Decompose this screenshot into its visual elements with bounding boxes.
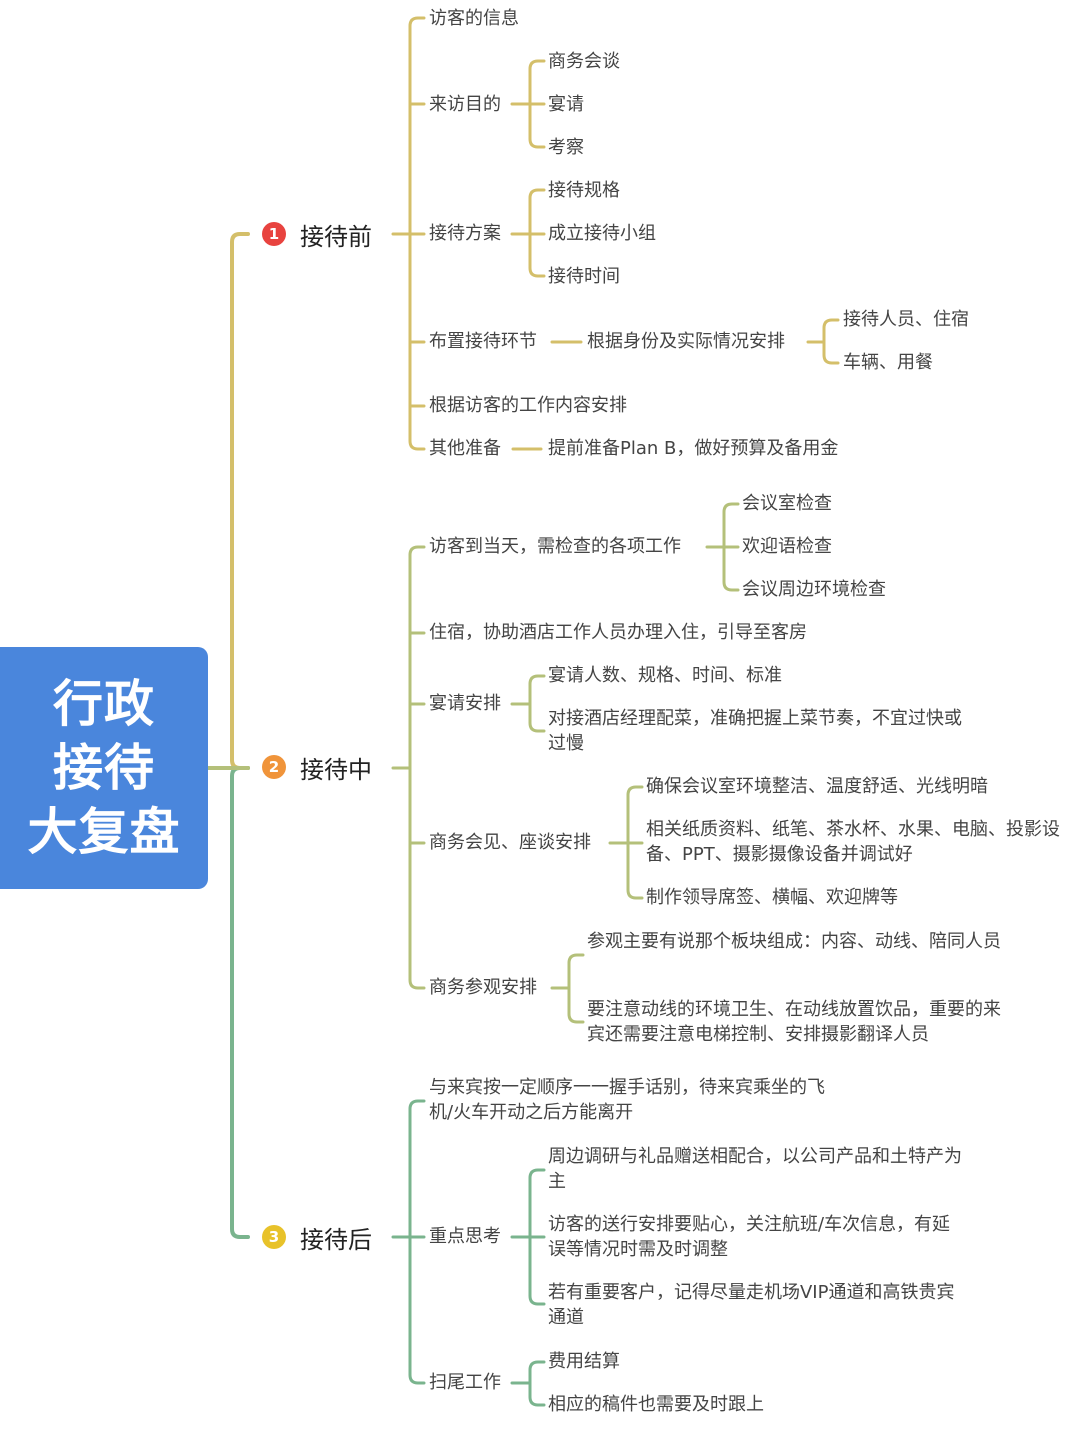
node-business-meeting[interactable]: 商务会见、座谈安排: [429, 832, 591, 853]
node-welcome-check[interactable]: 欢迎语检查: [742, 536, 832, 557]
node-visit-route-notes[interactable]: 要注意动线的环境卫生、在动线放置饮品，重要的来宾还需要注意电梯控制、安排摄影翻译…: [587, 999, 1001, 1045]
node-reception-plan[interactable]: 接待方案: [429, 223, 501, 244]
node-purpose-banquet[interactable]: 宴请: [548, 94, 584, 115]
node-banquet-arrangement[interactable]: 宴请安排: [429, 693, 501, 714]
node-arrange-by-identity[interactable]: 根据身份及实际情况安排: [587, 331, 785, 352]
node-materials-equipment[interactable]: 相关纸质资料、纸笔、茶水杯、水果、电脑、投影设备、PPT、摄影摄像设备并调试好: [646, 819, 1060, 865]
node-business-visit[interactable]: 商务参观安排: [429, 977, 537, 998]
node-other-prep[interactable]: 其他准备: [429, 438, 501, 459]
node-expense-settlement[interactable]: 费用结算: [548, 1351, 620, 1372]
node-purpose-business-talk[interactable]: 商务会谈: [548, 51, 620, 72]
node-banquet-details[interactable]: 宴请人数、规格、时间、标准: [548, 665, 782, 686]
node-surroundings-check[interactable]: 会议周边环境检查: [742, 579, 886, 600]
node-gifts[interactable]: 周边调研与礼品赠送相配合，以公司产品和土特产为主: [548, 1146, 962, 1192]
node-name-cards-banners[interactable]: 制作领导席签、横幅、欢迎牌等: [646, 887, 898, 908]
root-title-line-3: 大复盘: [27, 803, 181, 861]
node-vip-channel[interactable]: 若有重要客户，记得尽量走机场VIP通道和高铁贵宾通道: [548, 1282, 955, 1328]
number-badge-1-icon: 1: [262, 222, 286, 246]
branch-label: 接待前: [300, 222, 372, 251]
node-vehicle-meals[interactable]: 车辆、用餐: [843, 352, 933, 373]
node-arrange-by-work[interactable]: 根据访客的工作内容安排: [429, 395, 627, 416]
node-plan-standard[interactable]: 接待规格: [548, 180, 620, 201]
root-node[interactable]: 行政 接待 大复盘: [0, 647, 208, 889]
branch-label: 接待中: [300, 755, 372, 784]
node-key-thoughts[interactable]: 重点思考: [429, 1226, 501, 1247]
node-staff-lodging[interactable]: 接待人员、住宿: [843, 309, 969, 330]
node-meeting-room-check[interactable]: 会议室检查: [742, 493, 832, 514]
node-farewell-transport[interactable]: 访客的送行安排要贴心，关注航班/车次信息，有延误等情况时需及时调整: [548, 1214, 951, 1260]
branch-before-reception[interactable]: 1 接待前: [262, 214, 372, 254]
node-lodging-checkin[interactable]: 住宿，协助酒店工作人员办理入住，引导至客房: [429, 622, 807, 643]
node-visit-components[interactable]: 参观主要有说那个板块组成：内容、动线、陪同人员: [587, 931, 1001, 952]
branch-during-reception[interactable]: 2 接待中: [262, 747, 372, 787]
number-badge-2-icon: 2: [262, 755, 286, 779]
node-banquet-pacing[interactable]: 对接酒店经理配菜，准确把握上菜节奏，不宜过快或过慢: [548, 708, 962, 754]
node-visitor-info[interactable]: 访客的信息: [429, 8, 519, 29]
node-visit-purpose[interactable]: 来访目的: [429, 94, 501, 115]
node-plan-time[interactable]: 接待时间: [548, 266, 620, 287]
node-checks-on-day[interactable]: 访客到当天，需检查的各项工作: [429, 536, 681, 557]
root-title-line-1: 行政: [53, 675, 155, 733]
root-title-line-2: 接待: [53, 739, 155, 797]
node-purpose-inspection[interactable]: 考察: [548, 137, 584, 158]
number-badge-3-icon: 3: [262, 1225, 286, 1249]
node-arrange-reception[interactable]: 布置接待环节: [429, 331, 537, 352]
node-wrap-up[interactable]: 扫尾工作: [429, 1372, 501, 1393]
branch-after-reception[interactable]: 3 接待后: [262, 1217, 372, 1257]
node-plan-team[interactable]: 成立接待小组: [548, 223, 656, 244]
node-farewell[interactable]: 与来宾按一定顺序一一握手话别，待来宾乘坐的飞机/火车开动之后方能离开: [429, 1077, 825, 1123]
branch-label: 接待后: [300, 1225, 372, 1254]
node-follow-up-articles[interactable]: 相应的稿件也需要及时跟上: [548, 1394, 764, 1415]
node-plan-b[interactable]: 提前准备Plan B，做好预算及备用金: [548, 438, 839, 459]
node-room-environment[interactable]: 确保会议室环境整洁、温度舒适、光线明暗: [646, 776, 988, 797]
